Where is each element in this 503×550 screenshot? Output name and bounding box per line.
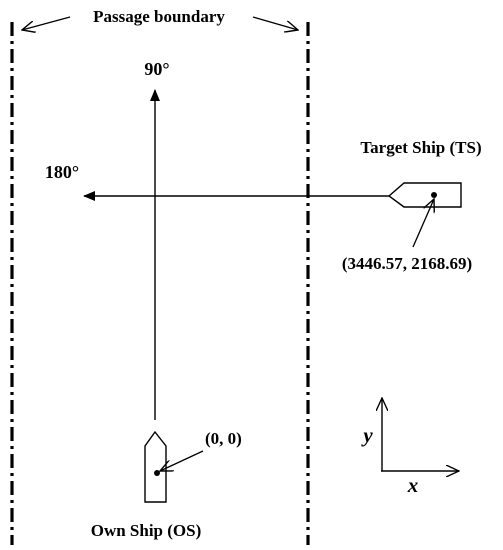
target-ship-hull — [387, 182, 462, 208]
target-coord-pointer — [412, 199, 434, 248]
own-ship-position-dot — [154, 470, 160, 476]
target-coord-label: (3446.57, 2168.69) — [342, 254, 472, 273]
own-origin-pointer — [160, 450, 204, 471]
y-axis-label: y — [360, 423, 373, 447]
target-ship-label: Target Ship (TS) — [360, 138, 481, 157]
own-ship-label: Own Ship (OS) — [91, 521, 202, 540]
x-axis-label: x — [407, 473, 419, 497]
boundary-pointer-left — [22, 16, 71, 30]
heading-90-label: 90° — [144, 59, 169, 79]
heading-180-label: 180° — [45, 162, 79, 182]
passage-boundary-label: Passage boundary — [93, 7, 225, 26]
own-ship-hull — [144, 430, 167, 503]
target-ship-position-dot — [431, 192, 437, 198]
boundary-pointer-right — [252, 16, 298, 30]
own-origin-label: (0, 0) — [205, 429, 242, 448]
